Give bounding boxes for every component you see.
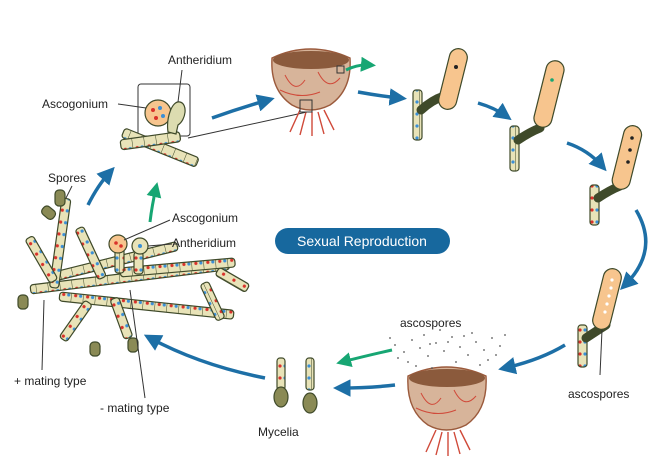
label-ascogonium-mid: Ascogonium [172,211,238,225]
arrow-ascus3-to-ascus4 [620,209,648,290]
arrow-box-to-cup [211,94,275,120]
label-antheridium-top: Antheridium [168,53,232,67]
diagram-title: Sexual Reproduction [297,233,427,249]
leader-lines [41,185,173,399]
ascus-stage-4 [577,268,622,376]
label-plus-mating-type: + mating type [14,374,87,388]
label-mycelia: Mycelia [258,425,299,439]
arrow-ascus1-to-ascus2 [477,101,512,121]
ascus-stage-3 [589,125,643,226]
ascus-stage-1 [412,48,468,141]
title-badge: Sexual Reproduction [275,228,450,254]
apothecium-top [271,48,351,136]
green-arrow-cup-zoom [345,56,376,72]
mycelia-germlings [273,357,318,414]
label-antheridium-mid: Antheridium [172,236,236,250]
ascogonium-mid-cell [108,234,128,254]
gametangia-detail [117,69,308,167]
arrow-ascus4-to-cup [498,343,566,375]
ascus-stage-2 [509,60,565,172]
label-minus-mating-type: - mating type [100,401,170,415]
green-arrow-ascospore-release [336,348,393,367]
cycle-arrows [86,88,648,397]
ascospore-scatter [389,329,506,369]
spore-bulbs [17,189,139,357]
arrow-cup-to-ascus1 [357,88,407,106]
green-arrow-fertilization [146,182,162,223]
label-ascospores-top: ascospores [400,316,461,330]
label-ascospores-right: ascospores [568,387,629,401]
arrow-cup-to-mycelia [333,379,396,397]
label-ascogonium-top: Ascogonium [42,97,108,111]
label-spores: Spores [48,171,86,185]
arrow-cluster-to-box [86,166,115,206]
green-arrows [146,56,393,367]
arrow-mycelia-to-cluster [143,334,266,380]
apothecium-bottom [407,366,487,456]
arrow-ascus2-to-ascus3 [566,141,607,172]
